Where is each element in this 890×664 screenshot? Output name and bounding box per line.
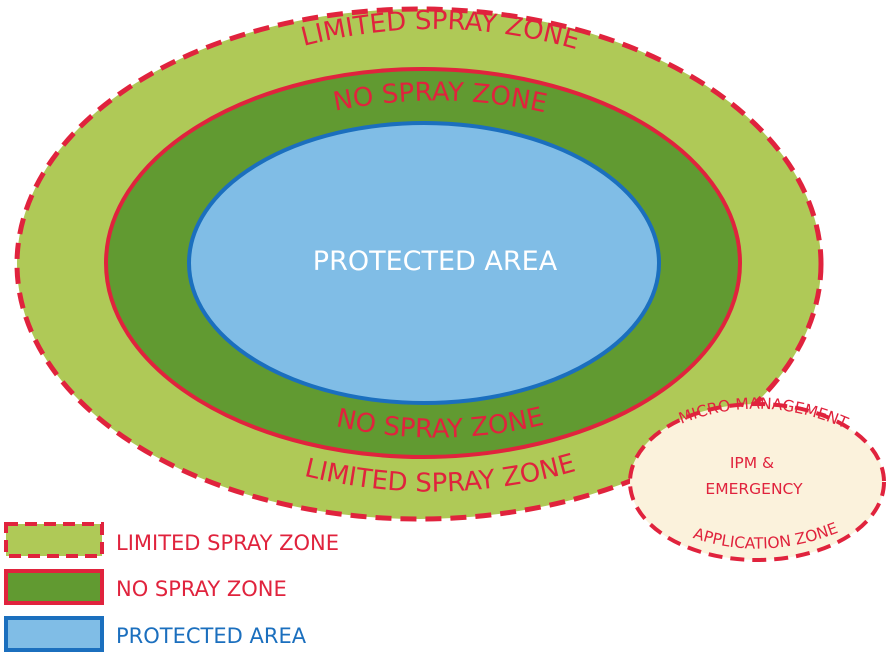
legend-label-limited-spray-zone: LIMITED SPRAY ZONE [116, 531, 339, 555]
legend-label-no-spray-zone: NO SPRAY ZONE [116, 577, 287, 601]
legend-label-protected-area: PROTECTED AREA [116, 624, 307, 648]
blue-border-light-blue-swatch-icon [4, 616, 104, 652]
micro-zone-ellipse [628, 402, 886, 562]
protected-area [187, 121, 661, 405]
micro-management-zone [628, 402, 886, 562]
legend-item-protected-area: PROTECTED AREA [4, 616, 307, 652]
protected-area-ellipse [187, 121, 661, 405]
red-border-dark-green-swatch-icon [4, 569, 104, 605]
legend-item-limited-spray-zone: LIMITED SPRAY ZONE [4, 522, 339, 558]
micro-zone-label-line1: IPM & [730, 454, 774, 472]
micro-zone-label-line2: EMERGENCY [705, 480, 803, 498]
legend-item-no-spray-zone: NO SPRAY ZONE [4, 569, 287, 605]
dashed-red-green-swatch-icon [4, 522, 104, 558]
protected-area-label: PROTECTED AREA [313, 246, 558, 277]
legend: LIMITED SPRAY ZONE NO SPRAY ZONE PROTECT… [4, 522, 339, 652]
